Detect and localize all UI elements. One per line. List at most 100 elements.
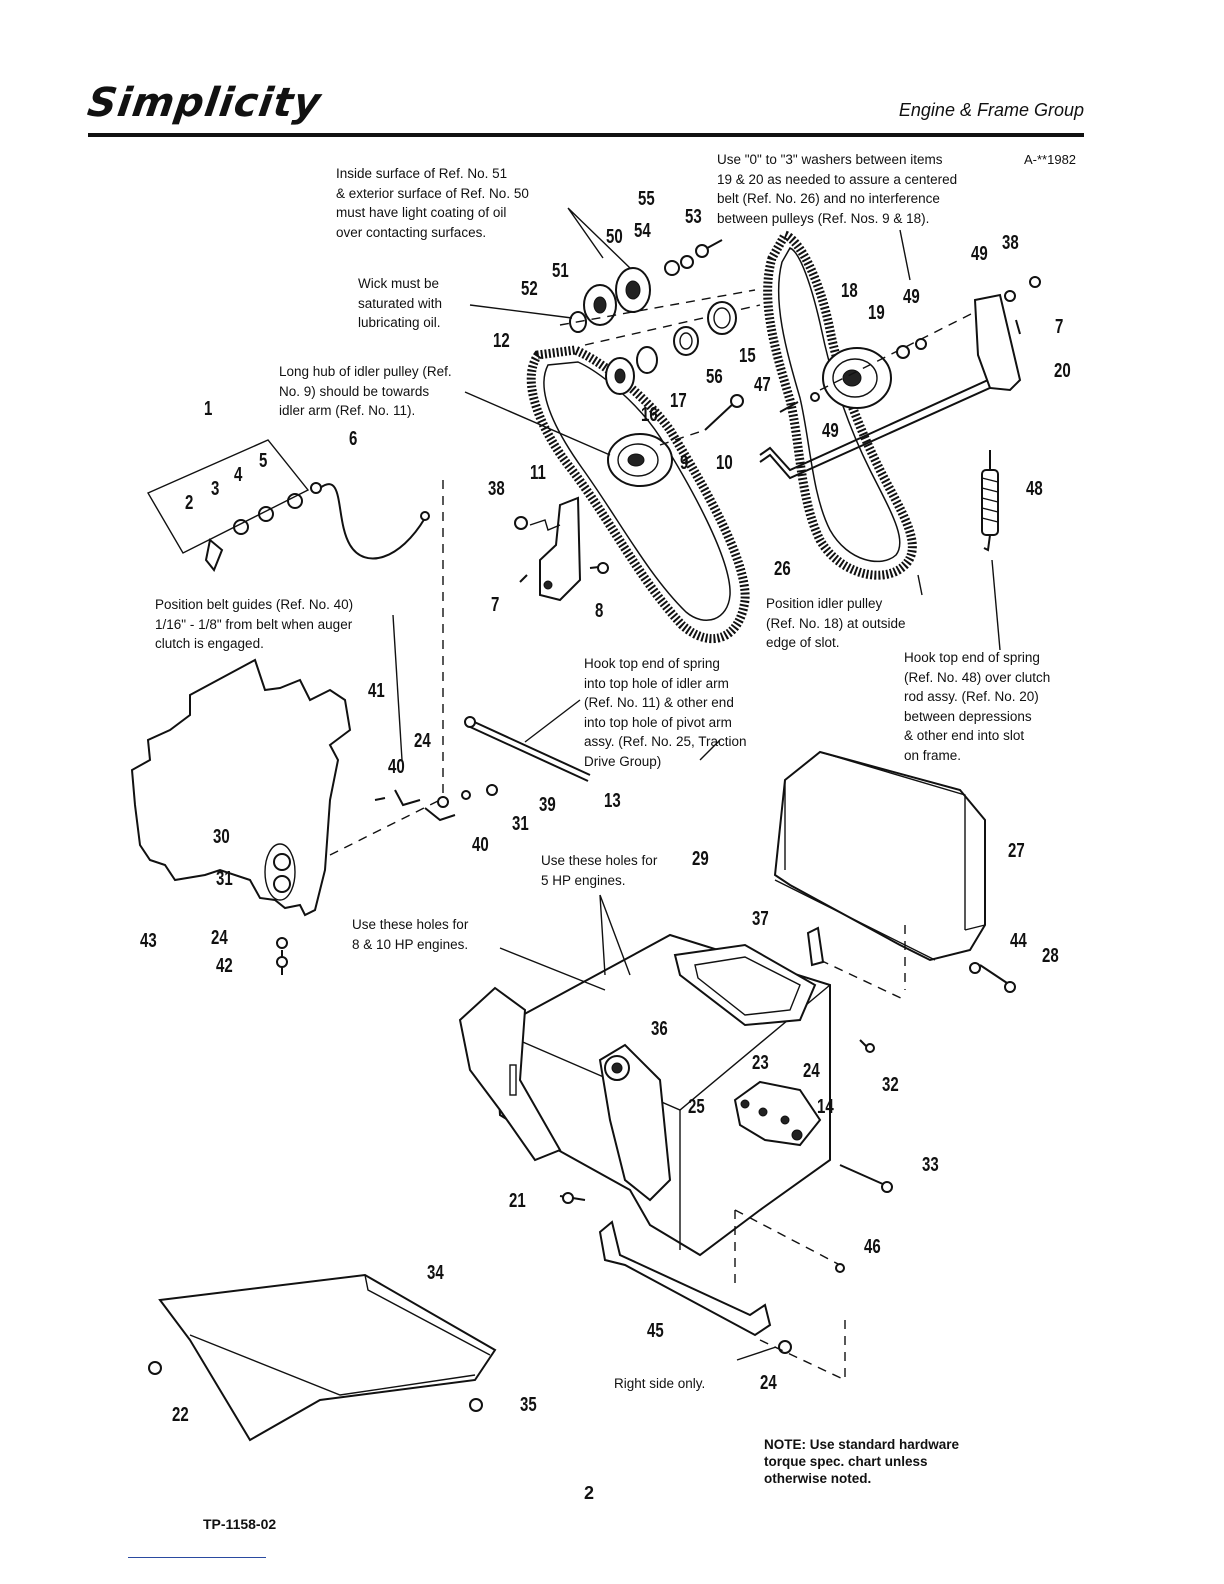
pulley-9: [607, 433, 673, 487]
pulley-18: [822, 347, 892, 409]
note-oil-coating: Inside surface of Ref. No. 51 & exterior…: [336, 166, 529, 240]
leader-lines: [392, 207, 1001, 1361]
section-title: Engine & Frame Group: [898, 100, 1084, 120]
part-label-17: 17: [670, 390, 687, 412]
part-label-6: 6: [349, 428, 358, 450]
cable-6: [147, 439, 430, 572]
part-label-12: 12: [493, 330, 510, 352]
part-label-13: 13: [604, 790, 621, 812]
part-label-29: 29: [692, 848, 709, 870]
part-label-54: 54: [634, 220, 651, 242]
part-label-36: 36: [651, 1018, 668, 1040]
part-label-35: 35: [520, 1394, 537, 1416]
part-label-23: 23: [752, 1052, 769, 1074]
note-holes-5hp: Use these holes for 5 HP engines.: [541, 853, 658, 888]
page-number: 2: [584, 1483, 595, 1503]
note-belt-guides: Position belt guides (Ref. No. 40) 1/16"…: [155, 597, 354, 651]
note-right-side: Right side only.: [614, 1376, 706, 1391]
part-label-11: 11: [530, 462, 546, 484]
engine-43: [130, 658, 352, 917]
part-label-56: 56: [706, 366, 723, 388]
part-label-34: 34: [427, 1262, 444, 1284]
part-label-33: 33: [922, 1154, 939, 1176]
note-torque: NOTE: Use standard hardware torque spec.…: [764, 1437, 960, 1486]
note-long-hub: Long hub of idler pulley (Ref. No. 9) sh…: [279, 364, 452, 418]
part-label-49a: 49: [903, 286, 920, 308]
shaft-13: [464, 716, 591, 782]
part-label-5: 5: [259, 450, 268, 472]
part-label-15: 15: [739, 345, 756, 367]
note-holes-8hp: Use these holes for 8 & 10 HP engines.: [352, 917, 469, 952]
part-label-41: 41: [368, 680, 385, 702]
clutch-rod-20: [759, 276, 1041, 480]
bracket-45: [598, 1220, 846, 1381]
part-label-21: 21: [509, 1190, 526, 1212]
part-label-22: 22: [172, 1404, 189, 1426]
part-label-9: 9: [680, 452, 689, 474]
part-label-4: 4: [234, 464, 243, 486]
part-label-24c: 24: [803, 1060, 820, 1082]
note-hook-spring-13: Hook top end of spring into top hole of …: [584, 656, 747, 769]
part-label-31b: 31: [512, 813, 529, 835]
part-label-24b: 24: [211, 927, 228, 949]
idler-arm-11: [514, 496, 609, 602]
note-idler-position: Position idler pulley (Ref. No. 18) at o…: [766, 596, 906, 650]
part-label-16: 16: [641, 404, 658, 426]
note-washers: Use "0" to "3" washers between items 19 …: [717, 152, 958, 226]
part-label-27: 27: [1008, 840, 1025, 862]
part-label-26: 26: [774, 558, 791, 580]
note-hook-spring-48: Hook top end of spring (Ref. No. 48) ove…: [904, 650, 1051, 763]
part-label-42: 42: [216, 955, 233, 977]
part-label-46: 46: [864, 1236, 881, 1258]
part-label-19: 19: [868, 302, 885, 324]
spring-48: [981, 450, 999, 552]
part-label-2: 2: [185, 492, 194, 514]
part-label-31a: 31: [216, 868, 233, 890]
part-label-38b: 38: [1002, 232, 1019, 254]
belt-12: [526, 345, 750, 644]
part-label-40a: 40: [388, 756, 405, 778]
part-label-25: 25: [688, 1096, 705, 1118]
part-label-14: 14: [817, 1096, 834, 1118]
part-label-43: 43: [140, 930, 157, 952]
part-label-44: 44: [1010, 930, 1027, 952]
pulley-stack-50-54: [559, 239, 761, 346]
part-label-51: 51: [552, 260, 569, 282]
springs-15-56: [605, 301, 737, 395]
frame-29: [458, 933, 893, 1290]
part-label-55: 55: [638, 188, 655, 210]
document-code: TP-1158-02: [203, 1516, 277, 1532]
part-label-39: 39: [539, 794, 556, 816]
part-label-49b: 49: [971, 243, 988, 265]
bolt-10: [659, 394, 744, 446]
part-label-7a: 7: [1055, 316, 1064, 338]
part-label-48: 48: [1026, 478, 1043, 500]
part-label-24a: 24: [414, 730, 431, 752]
part-label-28: 28: [1042, 945, 1059, 967]
part-label-40b: 40: [472, 834, 489, 856]
part-label-3: 3: [211, 478, 220, 500]
footer-divider: [128, 1557, 266, 1558]
part-label-45: 45: [647, 1320, 664, 1342]
part-label-37: 37: [752, 908, 769, 930]
part-label-7b: 7: [491, 594, 500, 616]
belt-26: [763, 229, 917, 580]
part-label-38a: 38: [488, 478, 505, 500]
belt-cover-27: [773, 750, 1016, 1001]
part-label-30: 30: [213, 826, 230, 848]
part-label-53: 53: [685, 206, 702, 228]
part-label-1: 1: [204, 398, 213, 420]
part-label-47: 47: [754, 374, 771, 396]
part-label-32: 32: [882, 1074, 899, 1096]
part-label-24d: 24: [760, 1372, 777, 1394]
skid-plate-34: [148, 1273, 497, 1442]
part-label-20: 20: [1054, 360, 1071, 382]
part-label-8: 8: [595, 600, 604, 622]
part-label-49c: 49: [822, 420, 839, 442]
part-label-18: 18: [841, 280, 858, 302]
reference-number: A-**1982: [1024, 152, 1077, 167]
belt-guides-40: [276, 784, 498, 975]
header-rule: [88, 133, 1084, 137]
part-label-10: 10: [716, 452, 733, 474]
